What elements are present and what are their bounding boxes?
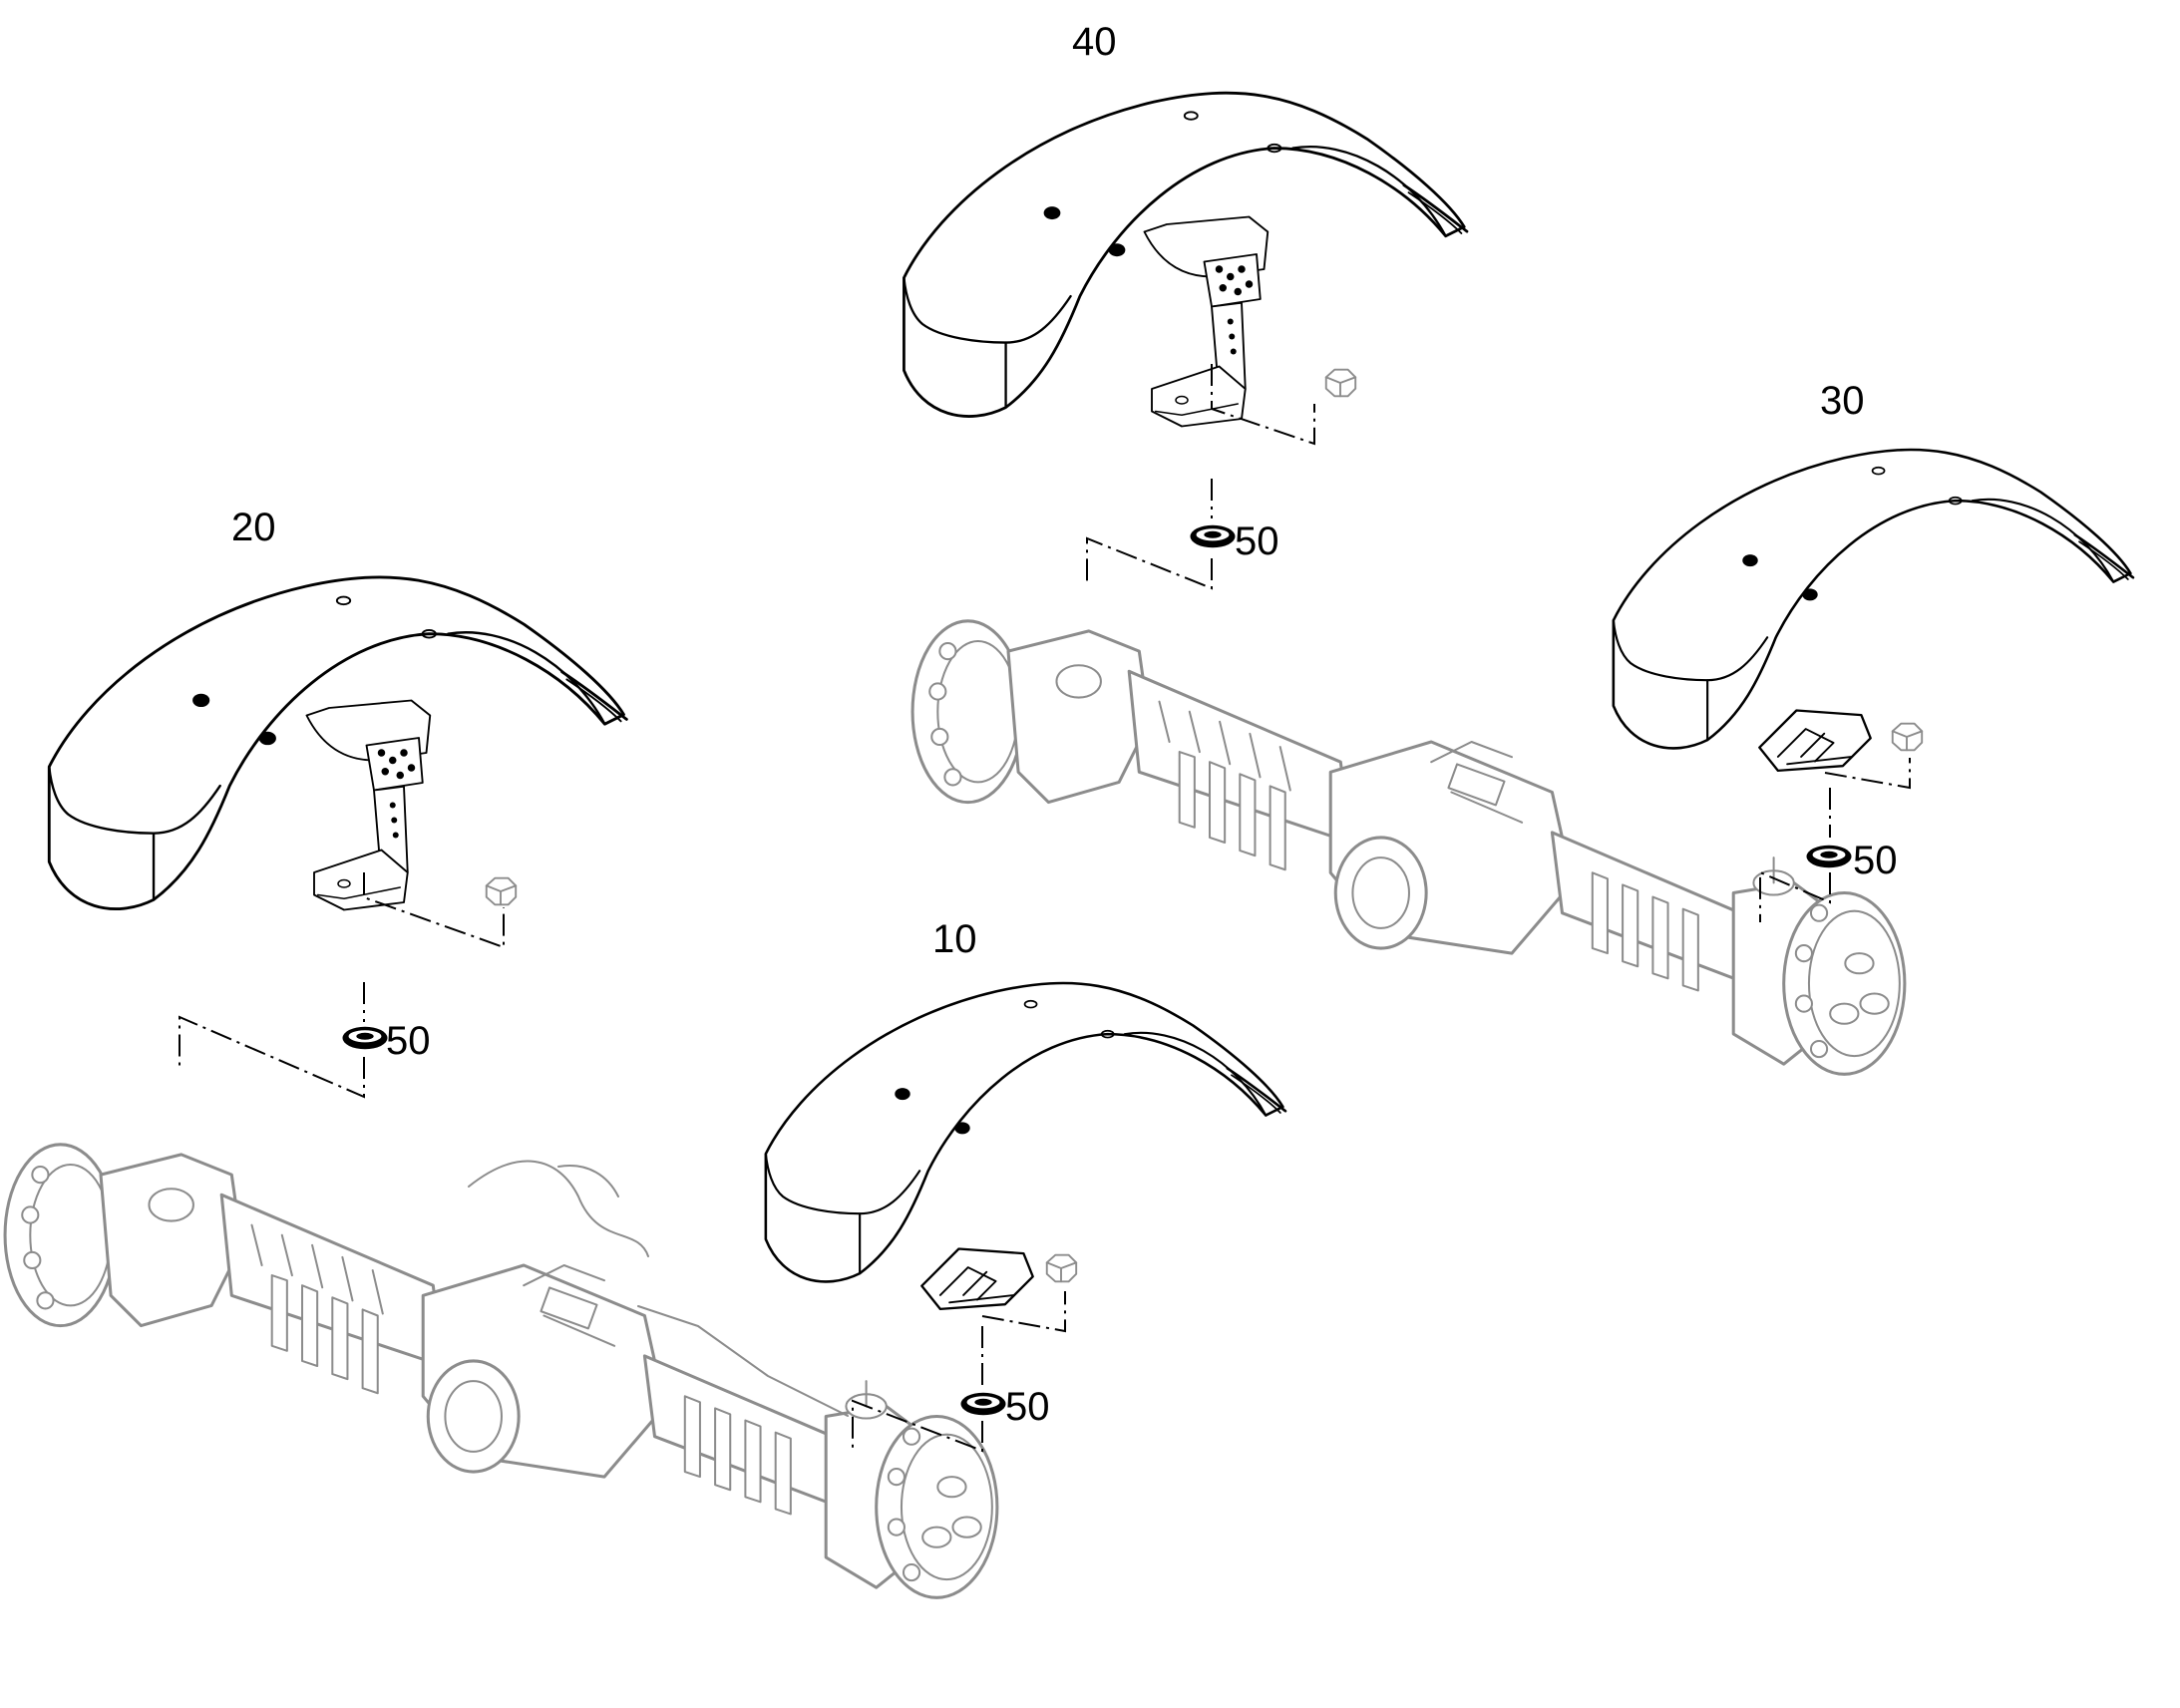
washer-fender-40: 50 [1189,519,1279,563]
fender-10: 10 [764,917,1287,1311]
callout-50-c: 50 [1853,839,1898,882]
callout-10: 10 [932,917,977,961]
nut-fender-20 [485,876,518,906]
leader-lines [179,364,1911,1453]
washer-fender-10: 50 [959,1385,1050,1429]
fender-30: 30 [1612,379,2135,773]
callout-20: 20 [231,506,276,549]
nut-fender-10 [1045,1253,1078,1283]
axle-lower [3,1142,999,1600]
callout-50-d: 50 [1005,1385,1050,1429]
callout-40: 40 [1072,20,1117,64]
callout-30: 30 [1820,379,1865,423]
washer-fender-20: 50 [341,1019,431,1063]
washer-fender-30: 50 [1805,839,1898,882]
callout-50-b: 50 [386,1019,431,1063]
fender-20: 20 [47,506,628,911]
nut-fender-30 [1891,722,1924,752]
nut-fender-40 [1324,368,1357,398]
callout-50-a: 50 [1235,519,1279,563]
fender-40: 40 [902,20,1469,428]
